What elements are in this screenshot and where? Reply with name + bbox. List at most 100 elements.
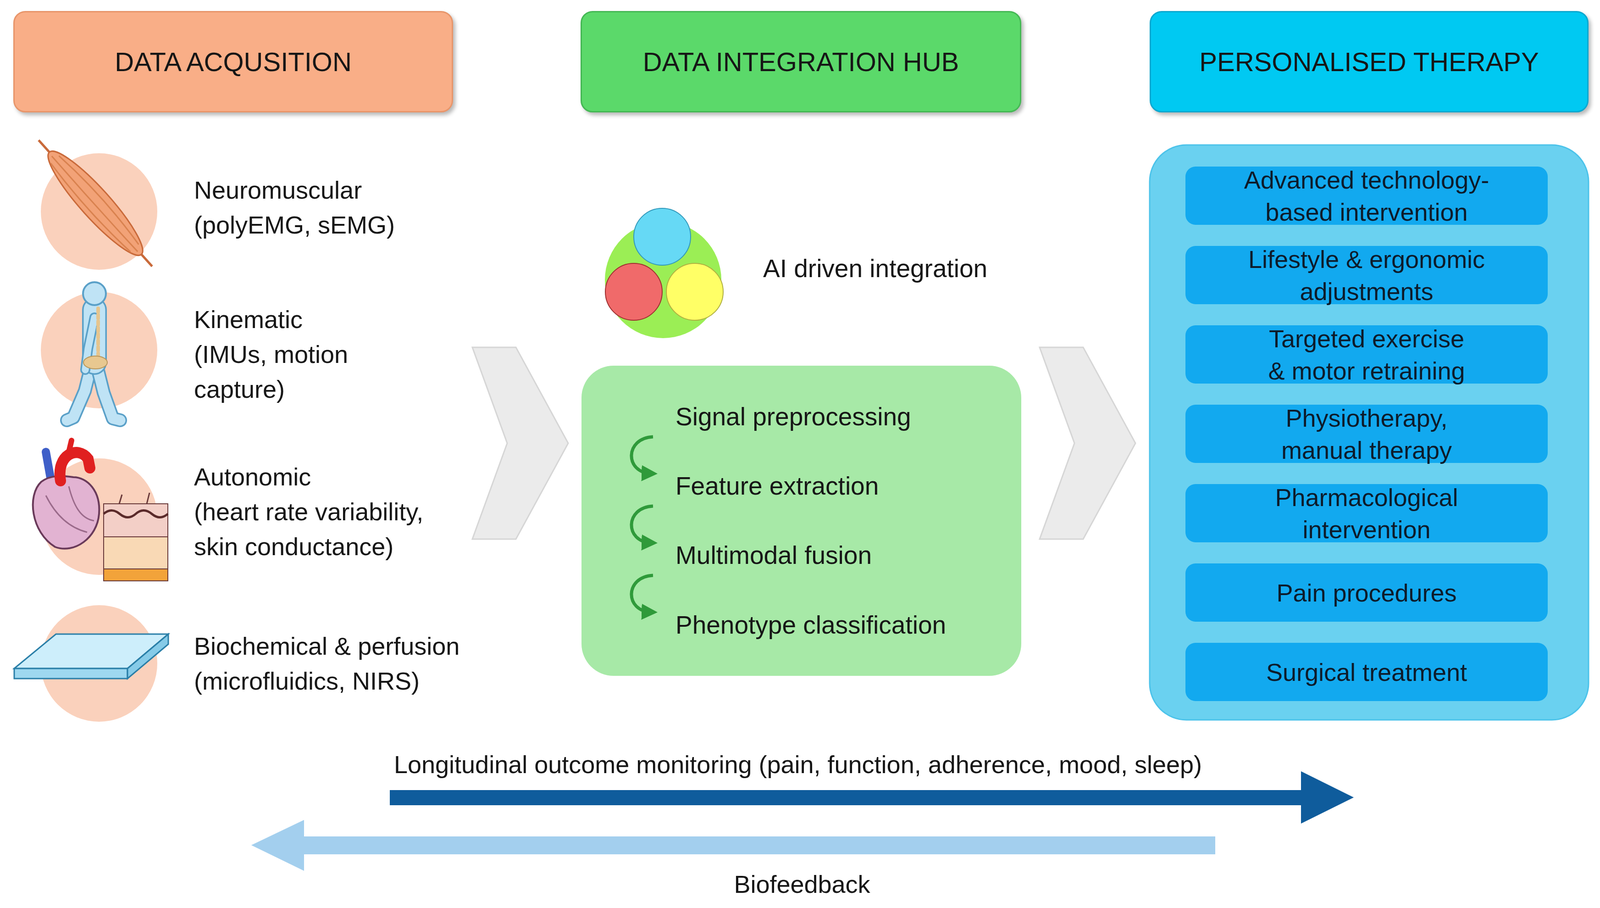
dermis <box>103 536 168 569</box>
icon-backdrop <box>40 604 158 722</box>
item-title: Biochemical & perfusion <box>193 628 515 664</box>
section-header: DATA INTEGRATION HUB <box>580 11 1022 113</box>
skin-icon <box>103 492 168 581</box>
annotation-label: Longitudinal outcome monitoring (pain, f… <box>293 746 1303 782</box>
therapy-text: Surgical treatment <box>1192 655 1541 688</box>
muscle-fibre <box>51 155 138 252</box>
section-header: PERSONALISED THERAPY <box>1149 11 1589 113</box>
muscle-fibre <box>58 153 141 245</box>
muscle-icon <box>27 130 163 277</box>
muscle-fibre <box>48 163 131 254</box>
item-text-group: Autonomic(heart rate variability, skin c… <box>193 459 515 564</box>
epidermis <box>103 503 168 537</box>
step-text: Feature extraction <box>675 468 879 504</box>
slide-icon <box>14 633 169 679</box>
therapy-box: Surgical treatment <box>1185 642 1548 701</box>
aorta <box>60 452 90 481</box>
leg <box>96 363 121 421</box>
item-detail: (polyEMG, sEMG) <box>193 207 488 243</box>
therapy-text: Lifestyle & ergonomic adjustments <box>1235 243 1498 308</box>
leg-outline <box>96 363 121 421</box>
modality-item: Autonomic(heart rate variability, skin c… <box>40 458 158 575</box>
fat-layer <box>103 568 168 581</box>
skin-layer-line <box>103 510 168 518</box>
item-text-group: Neuromuscular(polyEMG, sEMG) <box>193 172 515 243</box>
icon-backdrop <box>40 458 158 575</box>
tendon-line <box>38 140 53 156</box>
artery <box>68 440 72 452</box>
therapy-text: Targeted exercise & motor retraining <box>1260 322 1474 387</box>
annotation-label: AI driven integration <box>763 250 1130 286</box>
therapy-box: Pain procedures <box>1185 563 1548 622</box>
icon-circle <box>40 458 158 575</box>
therapy-box: Pharmacological intervention <box>1185 483 1548 543</box>
ai-symbol <box>604 208 724 338</box>
item-text-group: Biochemical & perfusion(microfluidics, N… <box>193 628 515 698</box>
process-box: Signal preprocessingFeature extractionMu… <box>581 365 1022 676</box>
tendon-line <box>138 250 153 266</box>
step-arrow <box>631 505 654 543</box>
item-title: Neuromuscular <box>193 172 515 208</box>
annotation-label: Biofeedback <box>618 866 986 902</box>
ai-circle-blue <box>633 208 691 266</box>
item-detail: (heart rate variability, skin conductanc… <box>193 493 451 564</box>
icon-circle <box>40 153 158 270</box>
heart-icon <box>33 440 100 549</box>
biofeedback-arrow-shaft <box>302 835 1216 854</box>
icon-backdrop <box>40 291 158 409</box>
muscle-belly <box>38 142 153 265</box>
therapy-text: Physiotherapy, manual therapy <box>1260 401 1474 466</box>
step-arrow <box>631 575 654 612</box>
pelvis <box>83 355 108 369</box>
header-text: PERSONALISED THERAPY <box>1199 46 1539 78</box>
leg-outline <box>66 363 92 421</box>
hair <box>146 492 150 504</box>
heart-vessel <box>68 486 95 521</box>
arm-outline <box>85 317 95 370</box>
torso <box>83 309 106 363</box>
step-arrow <box>631 436 654 474</box>
flow-chevron <box>1039 347 1136 539</box>
therapy-text: Advanced technology-based intervention <box>1235 163 1498 228</box>
flow-chevron <box>472 347 569 539</box>
icon-backdrop <box>40 153 158 270</box>
monitoring-arrow-head <box>1301 770 1354 824</box>
slide-top <box>14 633 169 669</box>
section-header: DATA ACQUSITION <box>13 11 454 113</box>
ai-circle-red <box>605 263 663 321</box>
leg <box>66 363 92 421</box>
step-text: Multimodal fusion <box>675 537 872 573</box>
item-text-group: Kinematic(IMUs, motion capture) <box>193 301 515 407</box>
therapy-box: Advanced technology-based intervention <box>1185 166 1548 225</box>
icon-circle <box>40 604 158 722</box>
therapy-text: Pain procedures <box>1192 576 1541 609</box>
step-text: Signal preprocessing <box>675 398 912 434</box>
human-icon <box>66 282 121 421</box>
ai-circle-yellow <box>666 263 724 321</box>
therapy-box: Lifestyle & ergonomic adjustments <box>1185 245 1548 305</box>
biofeedback-arrow-head <box>251 819 305 871</box>
spine <box>96 308 100 358</box>
step-text: Phenotype classification <box>675 607 947 643</box>
modality-item: Neuromuscular(polyEMG, sEMG) <box>40 153 158 270</box>
modality-item: Biochemical & perfusion(microfluidics, N… <box>40 604 158 722</box>
head <box>83 282 106 305</box>
slide-front <box>14 668 128 679</box>
therapy-text: Pharmacological intervention <box>1260 481 1474 546</box>
monitoring-arrow-shaft <box>389 789 1303 805</box>
item-detail: (IMUs, motion capture) <box>193 336 369 407</box>
item-detail: (microfluidics, NIRS) <box>193 663 488 698</box>
item-title: Autonomic <box>193 459 515 494</box>
heart-body <box>33 475 100 549</box>
arm <box>85 317 95 370</box>
therapy-box: Targeted exercise & motor retraining <box>1185 325 1548 384</box>
slide-side <box>127 633 169 679</box>
header-text: DATA INTEGRATION HUB <box>642 46 960 78</box>
icon-circle <box>40 291 158 409</box>
hair <box>119 494 122 504</box>
modality-item: Kinematic(IMUs, motion capture) <box>40 291 158 409</box>
header-text: DATA ACQUSITION <box>114 46 352 78</box>
ai-circle-outer <box>604 221 722 338</box>
item-title: Kinematic <box>193 301 515 337</box>
